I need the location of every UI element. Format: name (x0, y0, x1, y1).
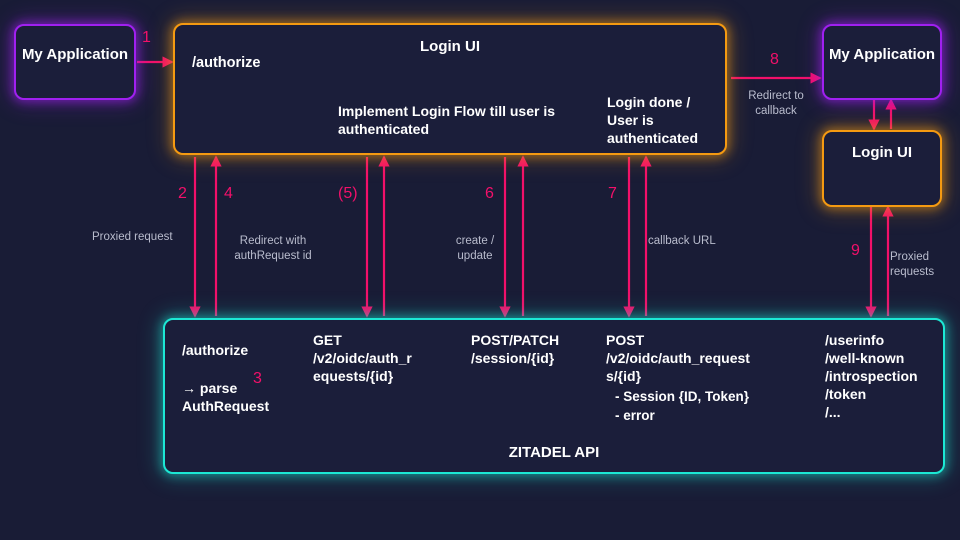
step-number-6: 6 (485, 185, 494, 202)
step-number-7: 7 (608, 185, 617, 202)
my-application-left-label: My Application (21, 46, 129, 63)
zitadel-api-title: ZITADEL API (508, 444, 600, 461)
login-ui-right-label: Login UI (852, 144, 912, 161)
login-ui-authorize-label: /authorize (192, 55, 261, 71)
caption-proxied-request: Proxied request (92, 231, 173, 243)
zitadel-parse-authrequest-label: → parse AuthRequest (182, 380, 270, 414)
step-number-5: (5) (338, 185, 358, 202)
step-number-9: 9 (851, 242, 860, 259)
login-ui-main-title: Login UI (420, 38, 480, 55)
node-login-ui-main[interactable]: Login UI /authorize Implement Login Flow… (173, 23, 727, 155)
node-login-ui-right[interactable]: Login UI (822, 130, 942, 207)
step-number-4: 4 (224, 185, 233, 202)
zitadel-post-bullet-session: - Session {ID, Token} (615, 389, 750, 404)
caption-callback-url: callback URL (648, 235, 716, 247)
step-number-1: 1 (142, 29, 151, 46)
node-zitadel-api[interactable]: /authorize → parse AuthRequest GET /v2/o… (163, 318, 945, 474)
zitadel-get-authrequests-label: GET /v2/oidc/auth_r equests/{id} (313, 332, 412, 384)
zitadel-endpoints-list-label: /userinfo /well-known /introspection /to… (825, 332, 918, 420)
zitadel-post-patch-session-label: POST/PATCH /session/{id} (471, 332, 560, 366)
zitadel-post-bullet-error: - error (615, 408, 655, 423)
login-ui-login-done-label: Login done / User is authenticated (607, 94, 699, 146)
caption-redirect-with-authrequest-id: Redirect with authRequest id (234, 235, 312, 262)
node-my-application-right[interactable]: My Application (822, 24, 942, 100)
step-number-2: 2 (178, 185, 187, 202)
login-ui-implement-flow-label: Implement Login Flow till user is authen… (338, 103, 556, 137)
caption-proxied-requests: Proxied requests (890, 251, 935, 278)
zitadel-authorize-label: /authorize (182, 342, 249, 358)
node-my-application-left[interactable]: My Application (14, 24, 136, 100)
zitadel-post-authrequests-label: POST /v2/oidc/auth_request s/{id} (606, 332, 750, 384)
caption-create-update: create / update (455, 235, 495, 262)
caption-redirect-to-callback: Redirect to callback (748, 90, 804, 117)
my-application-right-label: My Application (828, 46, 936, 63)
step-number-3: 3 (253, 370, 262, 387)
step-number-8: 8 (770, 51, 779, 68)
